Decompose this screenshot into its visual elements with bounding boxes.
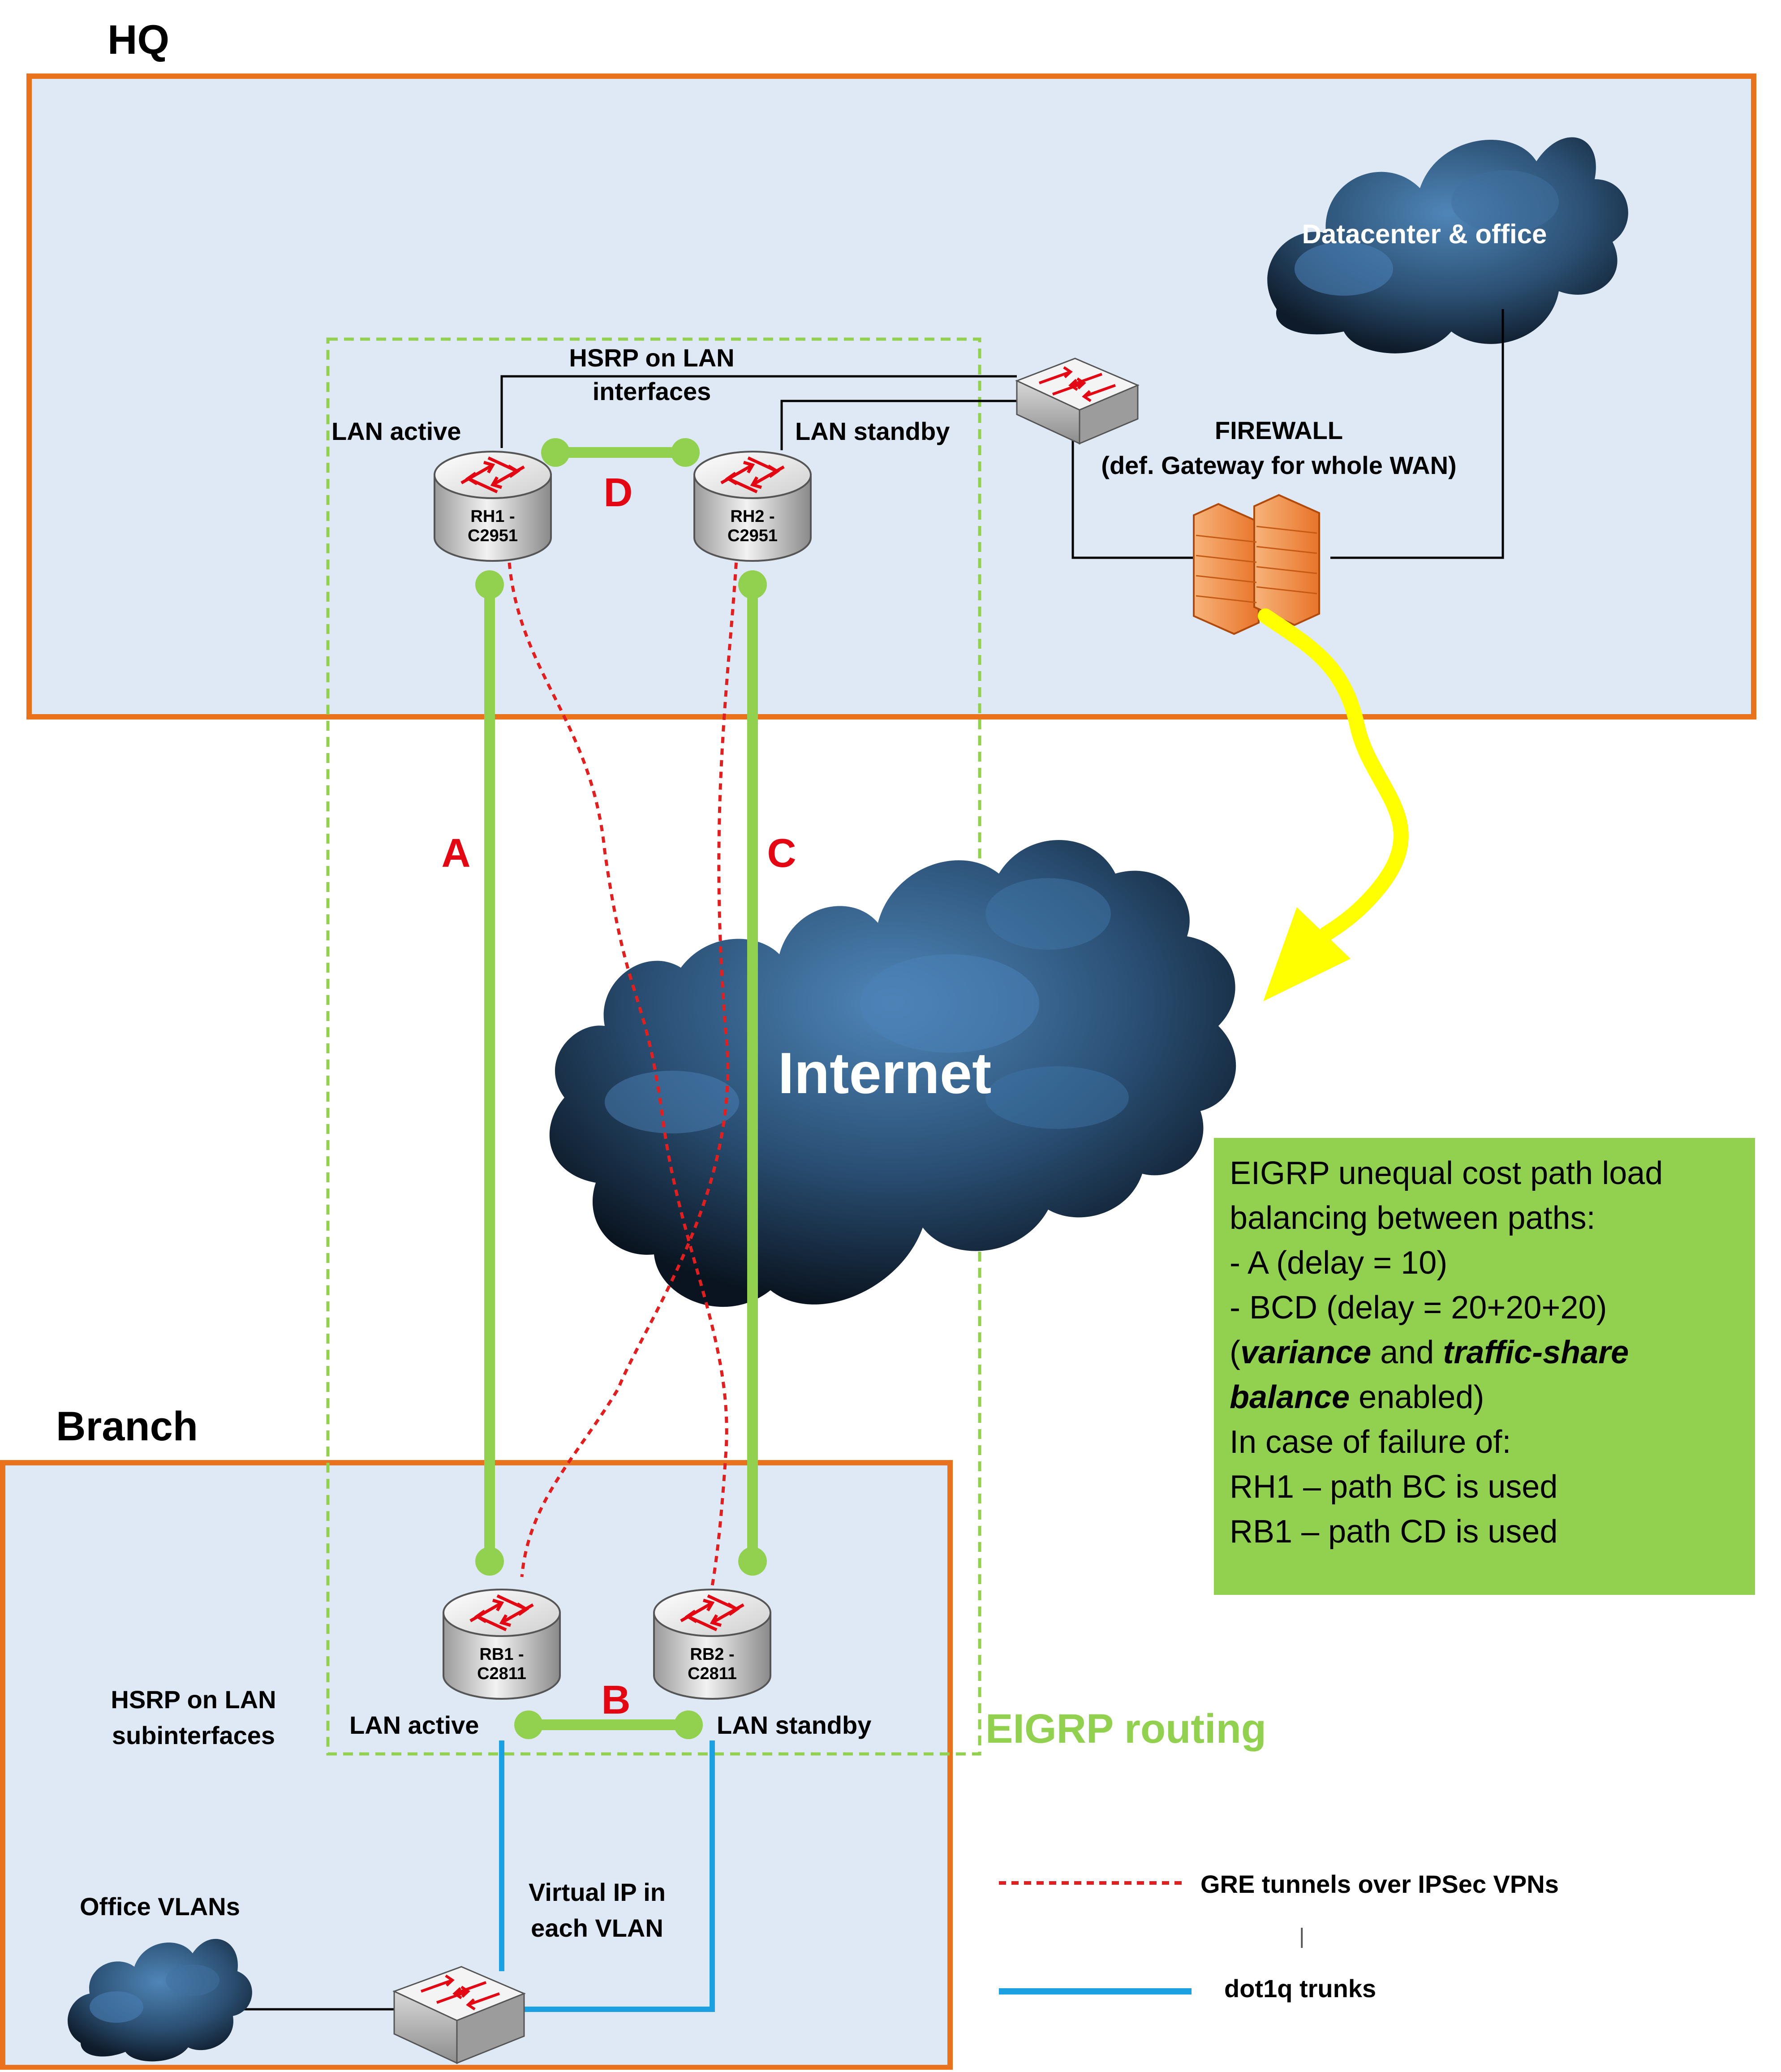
internet-label: Internet [778, 1040, 992, 1106]
info-box-text: EIGRP unequal cost path load balancing b… [1230, 1155, 1663, 1550]
path-b-endpoint-right [674, 1710, 703, 1739]
branch-title: Branch [56, 1404, 198, 1449]
default-route-arrow [1258, 608, 1409, 942]
rb2-role-label: LAN standby [717, 1711, 871, 1739]
virtual-ip-label-line2: each VLAN [531, 1914, 663, 1942]
hq-hsrp-label-line2: interfaces [593, 377, 711, 405]
router-rb2-label-line1: RB2 - [690, 1645, 734, 1664]
firewall-label-line2: (def. Gateway for whole WAN) [1101, 451, 1456, 479]
path-a-label: A [442, 831, 471, 876]
datacenter-cloud [1267, 137, 1628, 353]
eigrp-routing-label: EIGRP routing [985, 1706, 1266, 1752]
info-line-9: RB1 – path CD is used [1230, 1514, 1557, 1550]
path-c-endpoint-top [738, 570, 767, 599]
path-c-endpoint-bottom [738, 1547, 767, 1576]
firewall [1193, 494, 1320, 635]
router-rh2-label-line2: C2951 [727, 526, 778, 545]
info-line-2: balancing between paths: [1230, 1200, 1596, 1236]
legend-gre-label: GRE tunnels over IPSec VPNs [1200, 1870, 1559, 1898]
gre-tunnel-rh2-rb1 [520, 551, 739, 1577]
router-rb2: RB2 - C2811 [653, 1589, 771, 1700]
branch-hsrp-label-line2: subinterfaces [112, 1721, 275, 1749]
legend-dot1q-label: dot1q trunks [1224, 1974, 1376, 2003]
datacenter-label: Datacenter & office [1302, 219, 1547, 249]
path-d-label: D [604, 470, 633, 515]
path-c-label: C [767, 831, 796, 876]
gre-tunnel-rh1-rb2 [507, 551, 728, 1586]
path-d-endpoint-left [541, 438, 570, 467]
path-a-endpoint-bottom [475, 1547, 504, 1576]
path-a-endpoint-top [475, 570, 504, 599]
router-rh1-label-line2: C2951 [468, 526, 518, 545]
trunk-rb2-to-switch [520, 1740, 715, 2012]
firewall-label-line1: FIREWALL [1215, 416, 1343, 444]
router-rb2-label-line2: C2811 [688, 1664, 737, 1683]
virtual-ip-label-line1: Virtual IP in [529, 1878, 666, 1906]
rh2-to-switch-link [780, 400, 1017, 450]
router-rh2-label-line1: RH2 - [730, 507, 774, 526]
internet-cloud [549, 840, 1236, 1307]
info-line-1: EIGRP unequal cost path load [1230, 1155, 1663, 1191]
switch-to-firewall-link [1071, 439, 1205, 559]
rh1-role-label: LAN active [331, 417, 461, 445]
rh1-to-switch-link [500, 375, 1017, 448]
path-d-endpoint-right [671, 438, 700, 467]
router-rh1: RH1 - C2951 [434, 451, 552, 562]
path-b-endpoint-left [514, 1710, 543, 1739]
path-b-label: B [602, 1678, 631, 1723]
router-rh2: RH2 - C2951 [693, 451, 812, 562]
hq-switch [1015, 358, 1140, 445]
info-line-6: balance enabled) [1230, 1379, 1484, 1415]
info-line-7: In case of failure of: [1230, 1424, 1511, 1460]
info-line-4: - BCD (delay = 20+20+20) [1230, 1290, 1607, 1326]
hq-title: HQ [108, 17, 169, 63]
info-line-3: - A (delay = 10) [1230, 1245, 1447, 1281]
info-line-5: (variance and traffic-share [1230, 1335, 1629, 1370]
office-vlans-label: Office VLANs [80, 1892, 240, 1921]
router-rh1-label-line1: RH1 - [470, 507, 515, 526]
info-line-8: RH1 – path BC is used [1230, 1469, 1557, 1505]
router-rb1: RB1 - C2811 [443, 1589, 561, 1700]
router-rb1-label-line2: C2811 [477, 1664, 526, 1683]
router-rb1-label-line1: RB1 - [479, 1645, 524, 1664]
rb1-role-label: LAN active [349, 1711, 479, 1739]
default-route-arrowhead [1263, 907, 1351, 1001]
legend-separator: | [1299, 1925, 1304, 1948]
branch-hsrp-label-line1: HSRP on LAN [111, 1685, 276, 1714]
hq-hsrp-label-line1: HSRP on LAN [569, 344, 734, 372]
rh2-role-label: LAN standby [795, 417, 950, 445]
info-box [1214, 1138, 1755, 1595]
office-vlans-cloud [68, 1938, 252, 2062]
firewall-to-datacenter-link [1330, 309, 1504, 559]
branch-switch [392, 1966, 526, 2064]
